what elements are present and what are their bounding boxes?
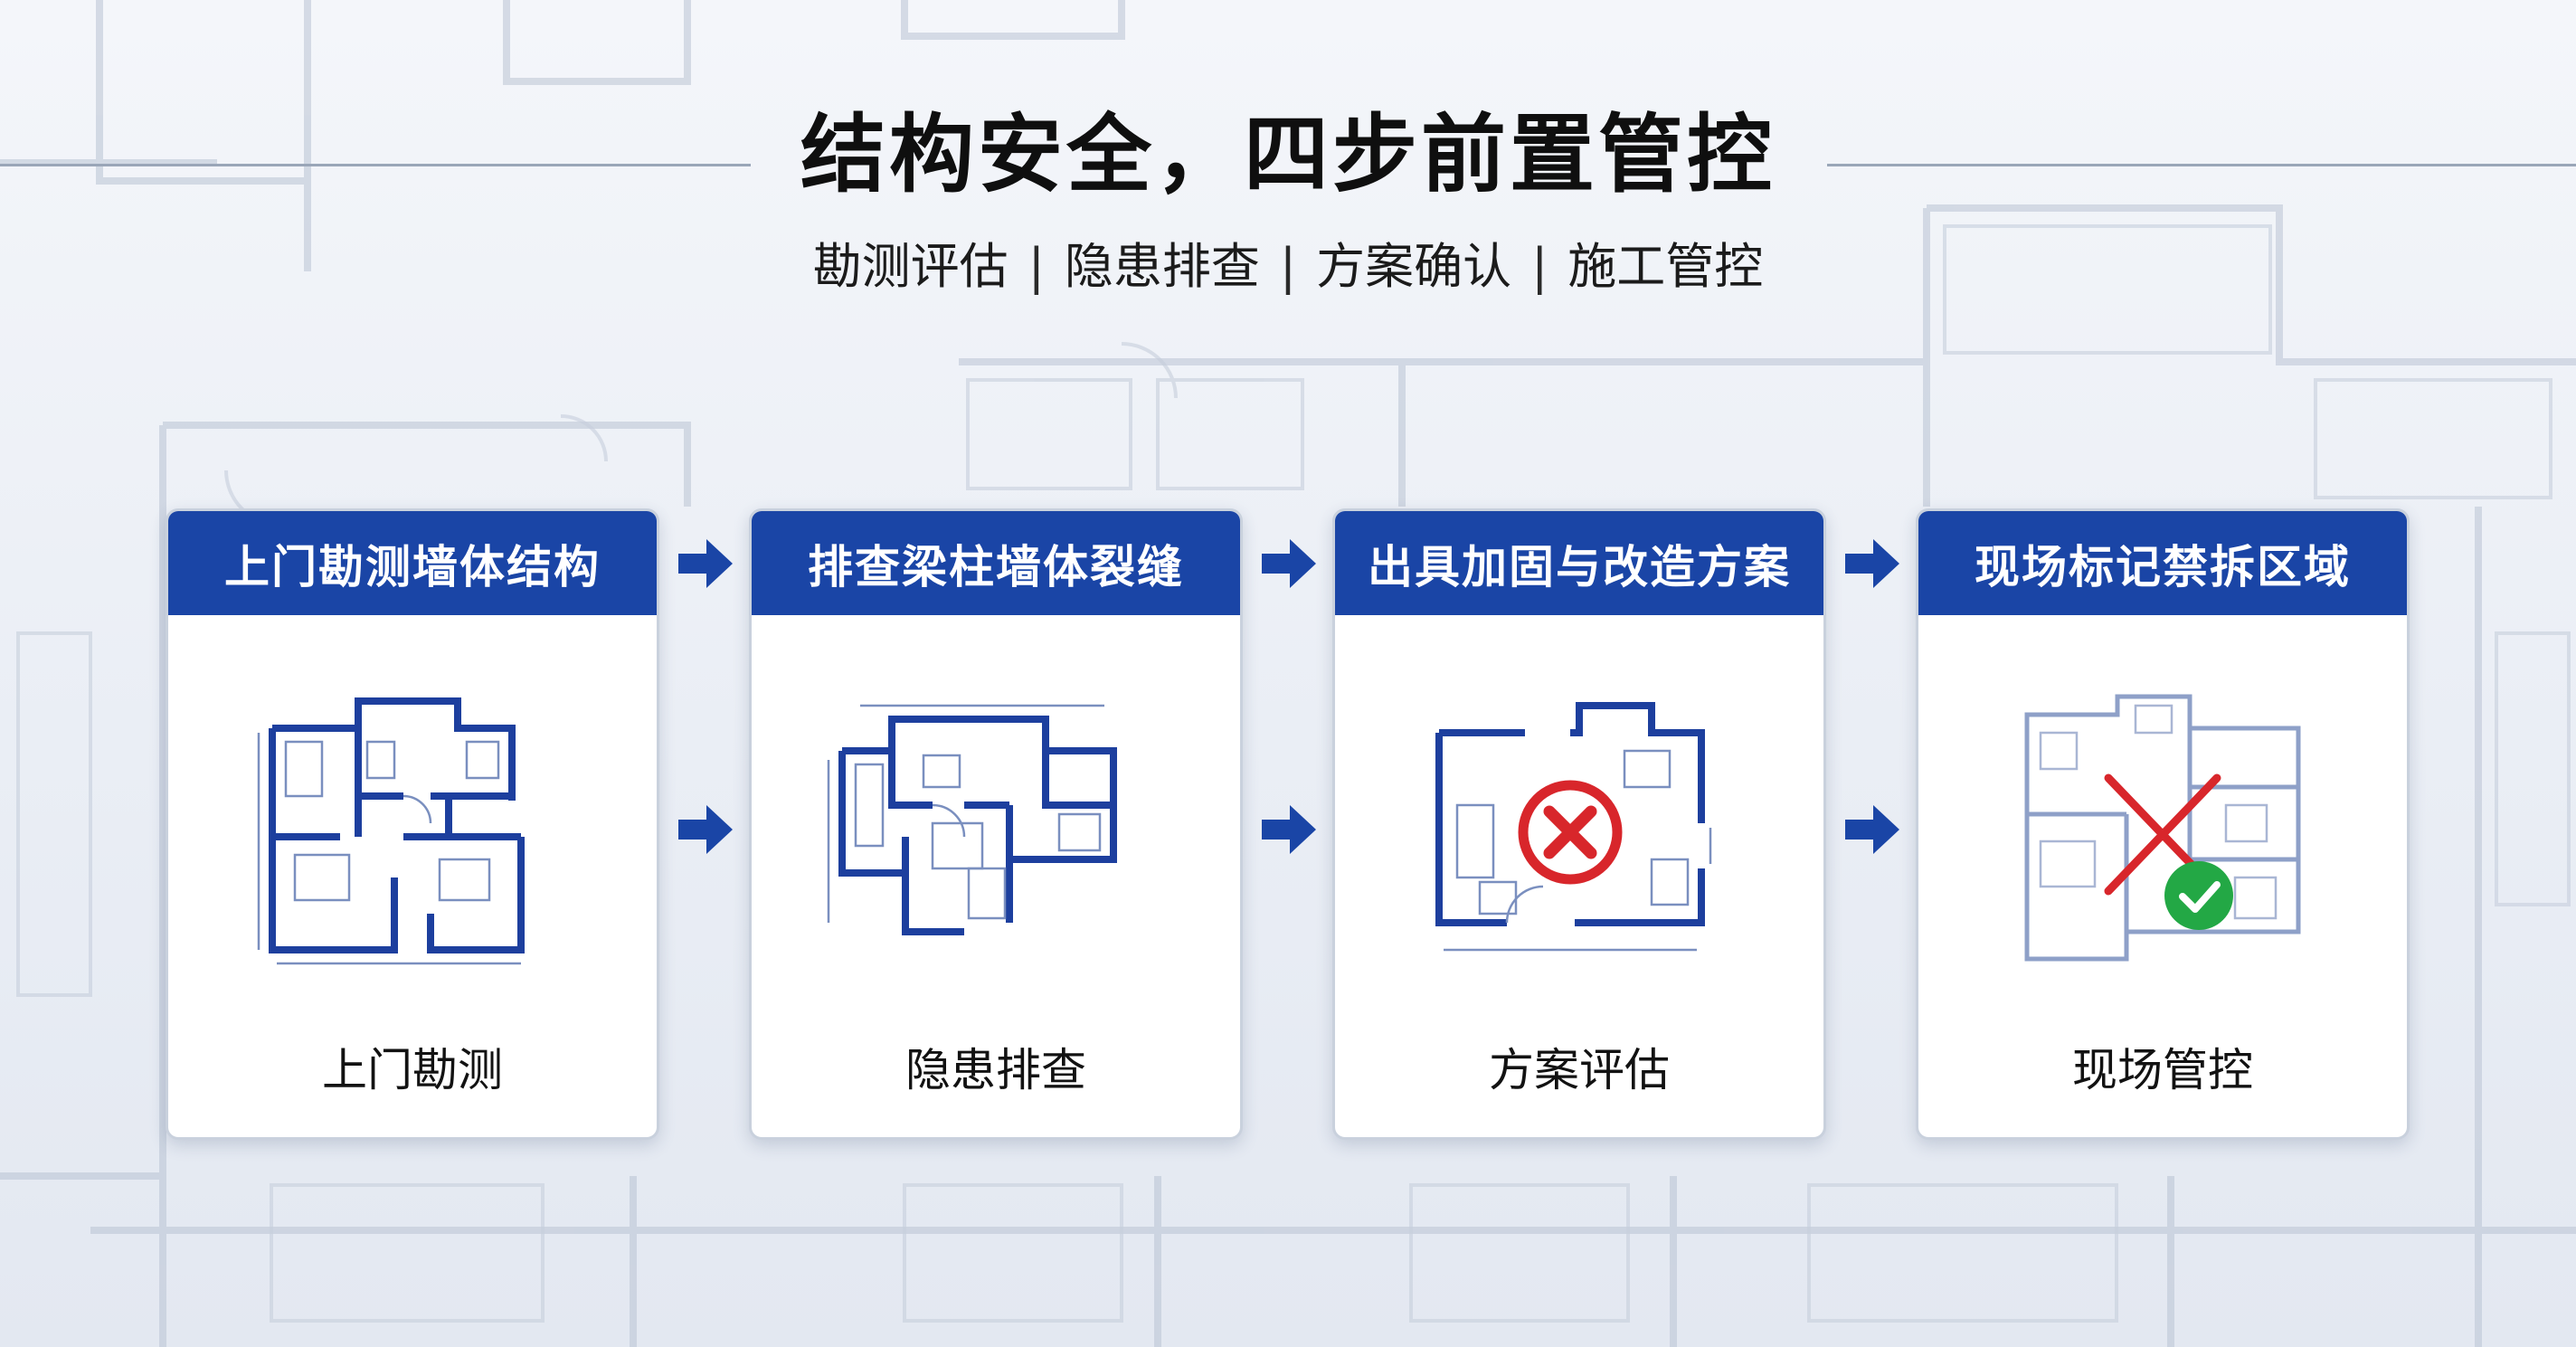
step-label-2: 隐患排查 [905,1044,1086,1096]
step-card-3: 出具加固与改造方案 方案评估 [1332,508,1826,1140]
floor-plan-with-red-x-icon [1435,702,1712,952]
arrow-right-icon [1262,539,1316,588]
arrow-right-icon [1262,805,1316,854]
arrow-right-icon [1845,539,1899,588]
step-header-2: 排查梁柱墙体裂缝 [752,511,1240,615]
step-label-4: 现场管控 [2072,1044,2253,1096]
floor-plan-with-check-icon [2024,694,2301,962]
step-label-3: 方案评估 [1489,1044,1670,1096]
title-rule-left [0,164,751,166]
subtitle-separator: | [1028,238,1045,295]
subtitle-item-4: 施工管控 [1567,238,1764,295]
arrow-right-icon [1845,805,1899,854]
step-label-1: 上门勘测 [322,1044,503,1096]
floor-plan-icon [257,697,525,965]
check-icon [2164,861,2233,930]
subtitle-item-3: 方案确认 [1316,238,1512,295]
step-card-4: 现场标记禁拆区域 现场管控 [1916,508,2410,1140]
step-header-4: 现场标记禁拆区域 [1918,511,2407,615]
step-header-3: 出具加固与改造方案 [1335,511,1823,615]
arrow-right-icon [678,805,733,854]
subtitle: 勘测评估 | 隐患排查 | 方案确认 | 施工管控 [0,235,2576,299]
subtitle-separator: | [1531,238,1548,295]
step-card-1: 上门勘测墙体结构 [166,508,659,1140]
subtitle-separator: | [1279,238,1297,295]
floor-plan-icon [827,704,1117,935]
subtitle-item-1: 勘测评估 [812,238,1009,295]
page-title: 结构安全，四步前置管控 [800,106,1776,204]
title-rule-right [1827,164,2576,166]
step-card-2: 排查梁柱墙体裂缝 隐患排查 [749,508,1243,1140]
subtitle-item-2: 隐患排查 [1064,238,1260,295]
arrow-right-icon [678,539,733,588]
step-header-1: 上门勘测墙体结构 [168,511,657,615]
